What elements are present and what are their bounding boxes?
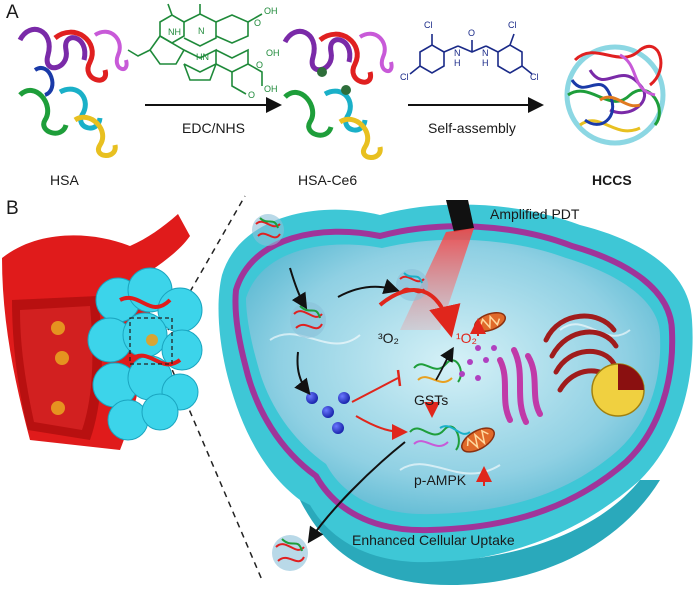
o2-conversion-arrow bbox=[378, 288, 461, 338]
nucleus bbox=[591, 363, 645, 417]
gsts-label: GSTs bbox=[414, 392, 449, 408]
ce6-molecule-structure bbox=[127, 3, 263, 95]
hsa-ce6-protein-structure bbox=[282, 28, 394, 160]
ros-dots bbox=[459, 345, 497, 381]
laser-device bbox=[400, 200, 474, 330]
urea-cl-left-bottom: Cl bbox=[400, 72, 409, 82]
mitochondria-bottom bbox=[461, 427, 495, 453]
ce6-hn-bottom: HN bbox=[196, 52, 209, 62]
uptake-arrow bbox=[289, 267, 308, 310]
zoom-line-bottom bbox=[167, 359, 263, 581]
dichlorophenyl-urea-molecule bbox=[409, 33, 533, 75]
urea-cl-left-top: Cl bbox=[424, 20, 433, 30]
ce6-oh-3: OH bbox=[264, 84, 278, 94]
self-assembly-label: Self-assembly bbox=[428, 120, 516, 136]
triplet-oxygen-label: ³O₂ bbox=[378, 330, 399, 346]
panel-a-label: A bbox=[6, 2, 19, 23]
edc-nhs-label: EDC/NHS bbox=[182, 120, 246, 136]
singlet-oxygen-label: ¹O₂ bbox=[456, 330, 477, 346]
release-arrow bbox=[294, 351, 311, 396]
amplified-pdt-label: Amplified PDT bbox=[490, 206, 580, 222]
urea-cl-right-top: Cl bbox=[508, 20, 517, 30]
urea-h-1: H bbox=[454, 58, 461, 68]
ce6-o-1: O bbox=[254, 18, 262, 28]
enhanced-uptake-label: Enhanced Cellular Uptake bbox=[352, 532, 515, 548]
endoplasmic-reticulum bbox=[497, 347, 543, 425]
ce6-oh-2: OH bbox=[266, 48, 280, 58]
ampk-activate-arrow bbox=[355, 415, 408, 440]
hsa-ce6-label: HSA-Ce6 bbox=[298, 172, 358, 188]
urea-n-1: N bbox=[454, 48, 461, 58]
ampk-enzyme-icon bbox=[409, 425, 471, 451]
urea-cl-right-bottom: Cl bbox=[530, 72, 539, 82]
ce6-oh-1: OH bbox=[264, 6, 278, 16]
panel-b-label: B bbox=[6, 198, 19, 219]
urea-o: O bbox=[468, 28, 476, 38]
released-molecule-balls bbox=[306, 392, 350, 434]
blood-vessel-tumor-illustration bbox=[2, 214, 203, 450]
ce6-nh-top: NH bbox=[168, 27, 181, 37]
urea-h-2: H bbox=[482, 58, 489, 68]
hccs-label: HCCS bbox=[592, 172, 632, 188]
hccs-nanoparticle-structure bbox=[564, 44, 666, 146]
urea-n-2: N bbox=[482, 48, 489, 58]
exocytosis-arrow bbox=[307, 441, 406, 544]
gst-to-o2-arrow bbox=[435, 346, 454, 381]
ce6-n-left: N bbox=[198, 26, 205, 36]
activation-arrow bbox=[337, 278, 400, 298]
cancer-cell-illustration bbox=[218, 204, 693, 585]
ce6-o-2: O bbox=[256, 60, 264, 70]
hsa-label: HSA bbox=[50, 172, 79, 188]
p-ampk-label: p-AMPK bbox=[414, 472, 467, 488]
ce6-o-3: O bbox=[248, 90, 256, 100]
hsa-protein-structure bbox=[17, 26, 129, 158]
gst-inhibit-line bbox=[351, 377, 399, 403]
gst-inhibit-bar bbox=[396, 369, 402, 387]
